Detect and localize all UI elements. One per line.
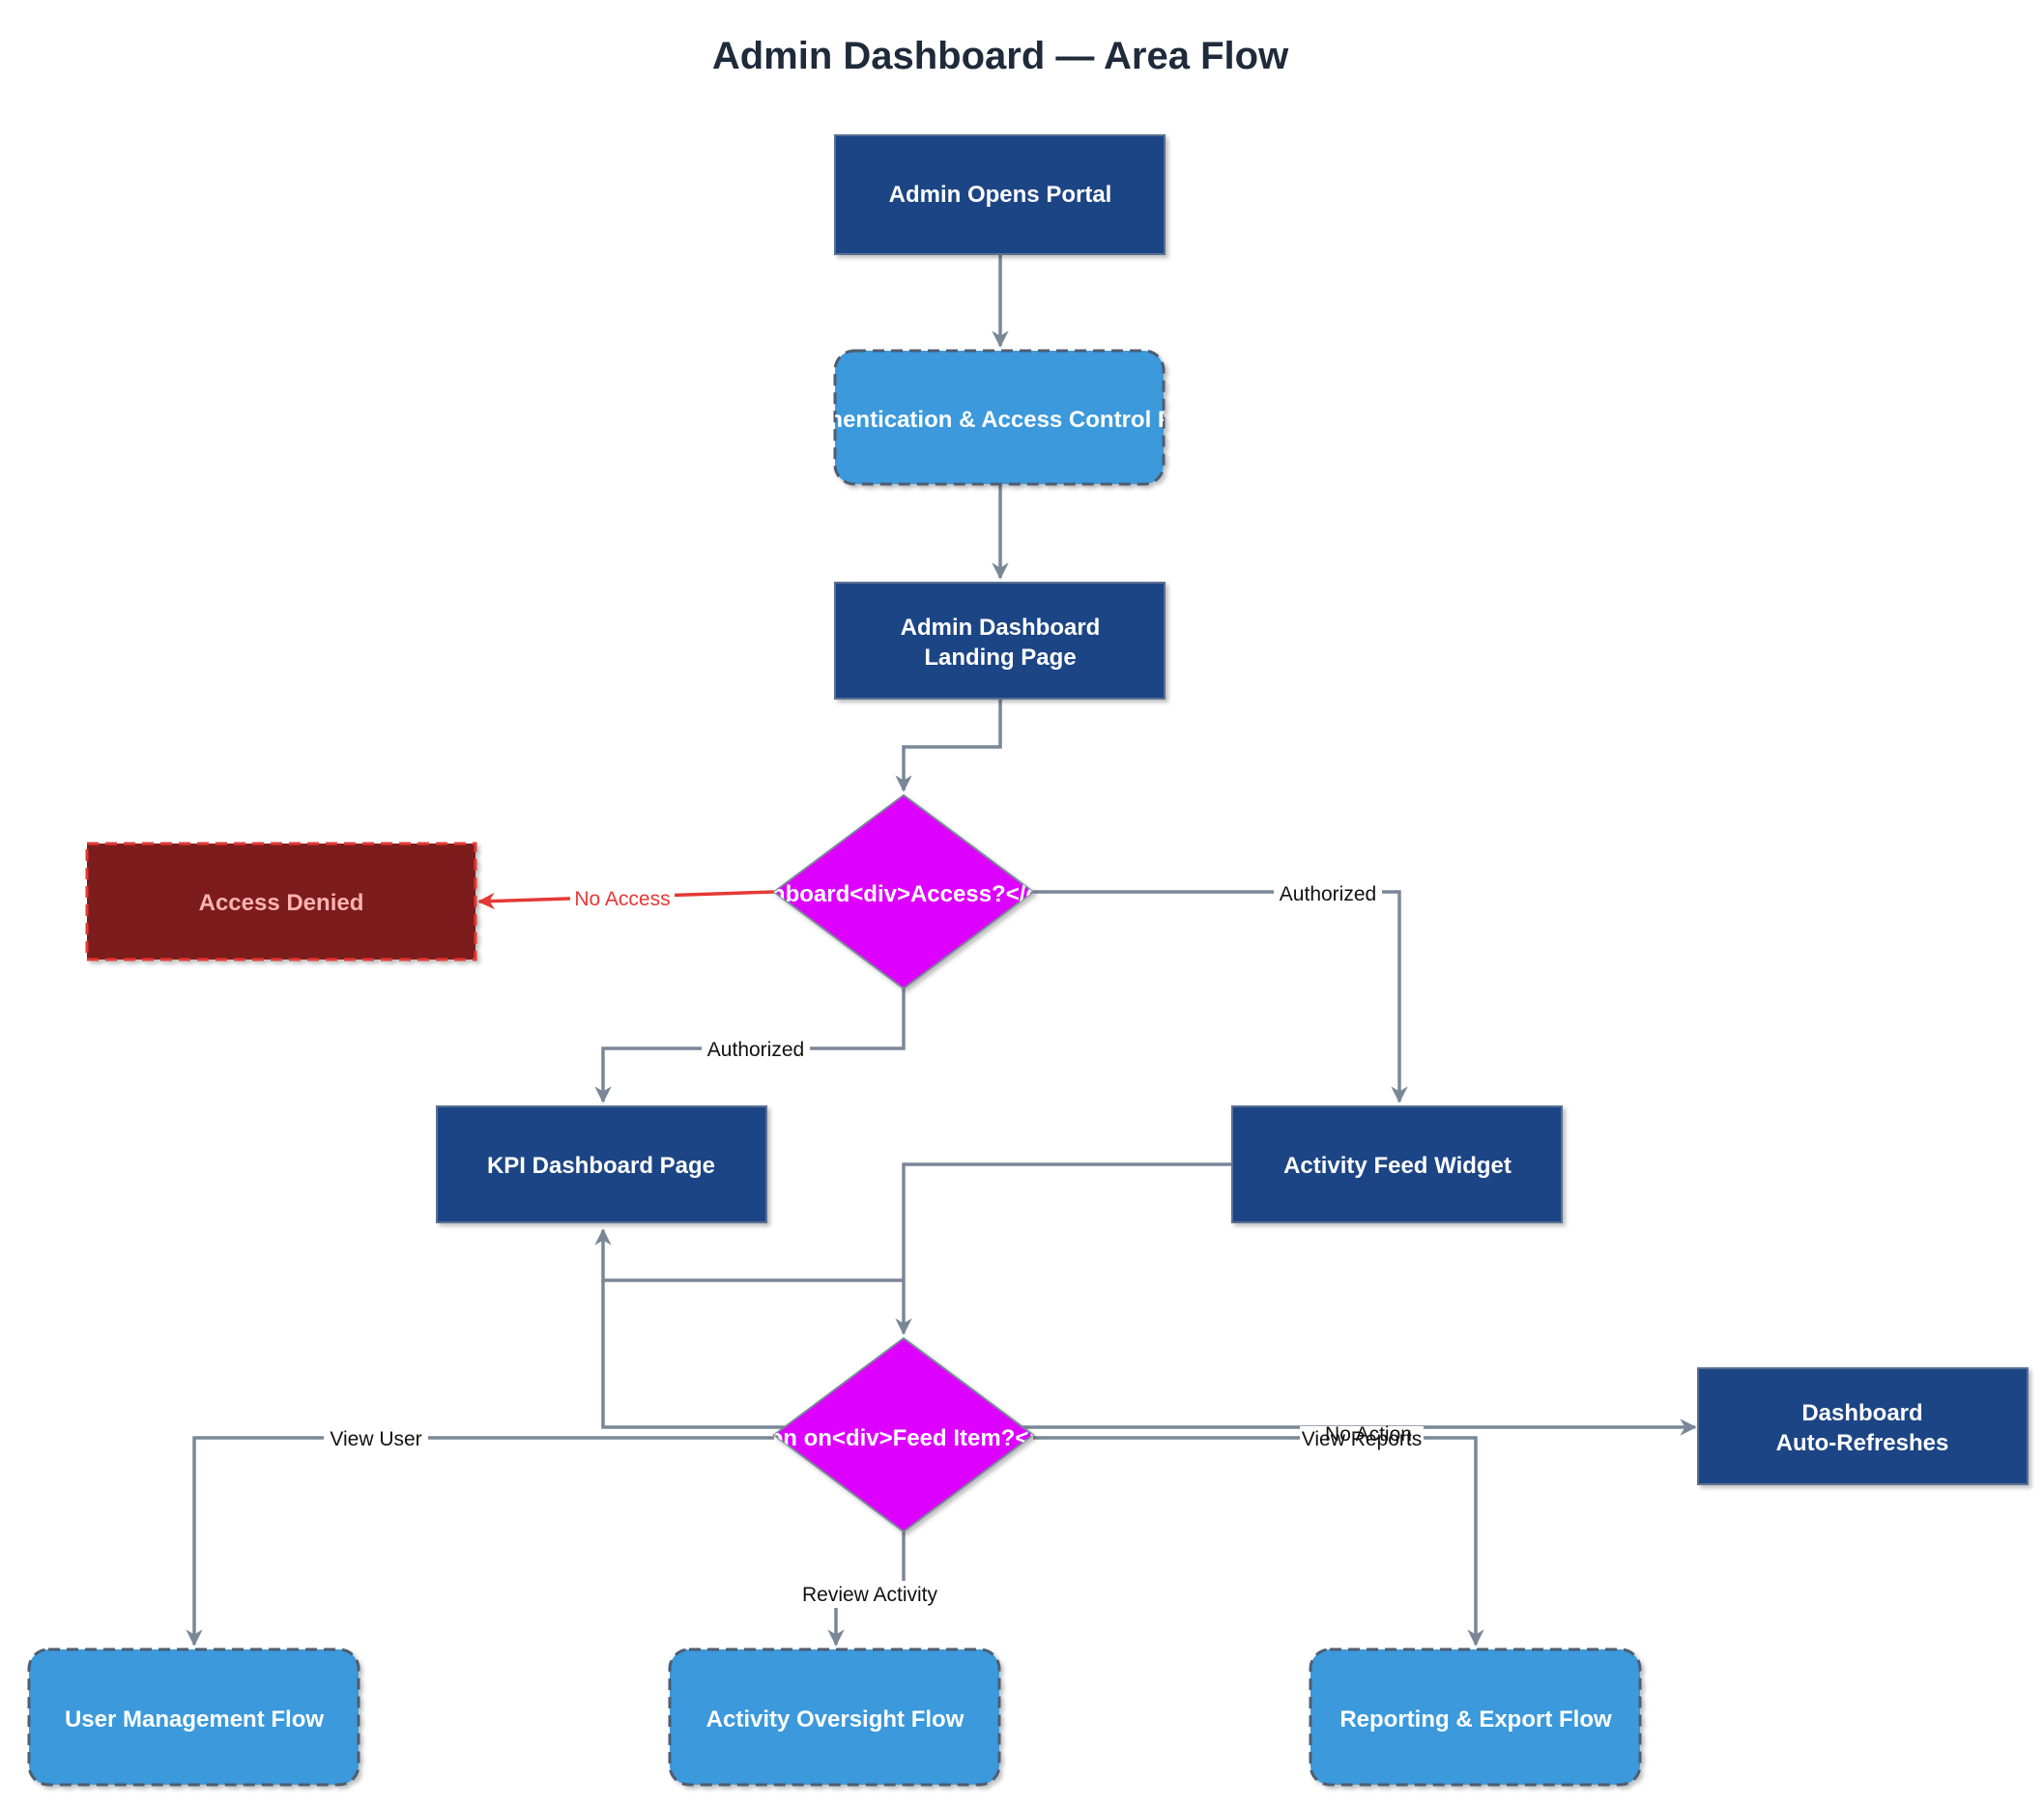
edge-label-view-reports: View Reports (1302, 1428, 1423, 1450)
edge-landing-to-decision (895, 699, 1002, 792)
label-bg (570, 883, 675, 910)
node-label: Access Denied (199, 890, 364, 916)
subflow-box (1309, 1647, 1642, 1787)
edge-view-user (186, 1436, 774, 1647)
edge-label-review-activity: Review Activity (802, 1584, 938, 1606)
label-bg (792, 1581, 947, 1608)
node-label-line-1: Admin Dashboard (901, 615, 1101, 641)
node-user-management-flow[interactable]: User Management Flow (27, 1647, 360, 1787)
edge-view-reports (1033, 1436, 1484, 1647)
subflow-box (27, 1647, 360, 1787)
decision-diamond (772, 1336, 1035, 1533)
node-admin-opens-portal[interactable]: Admin Opens Portal (834, 134, 1166, 255)
node-label: Admin Opens Portal (889, 182, 1112, 208)
node-reporting-export-flow[interactable]: Reporting & Export Flow (1309, 1647, 1642, 1787)
node-auth-access-control-flow[interactable]: Authentication & Access Control Flow (790, 349, 1210, 486)
edge-label-no-access: No Access (574, 888, 670, 910)
node-label: KPI Dashboard Page (487, 1153, 715, 1179)
process-box (834, 582, 1166, 700)
node-landing-page[interactable]: Admin Dashboard Landing Page (834, 582, 1166, 700)
edge-loop-to-kpi (594, 1228, 904, 1282)
edge-authorized-to-activity-feed (1033, 890, 1408, 1103)
node-label-line-2: Landing Page (924, 645, 1076, 671)
label-bg (702, 1036, 810, 1063)
node-label: Authentication & Access Control Flow (790, 407, 1210, 433)
edge-activity-feed-to-decision (895, 1162, 1232, 1335)
node-label-line-2: Auto-Refreshes (1776, 1430, 1949, 1456)
diagram-title: Admin Dashboard — Area Flow (712, 35, 1289, 77)
process-box (436, 1105, 767, 1223)
node-dashboard-auto-refreshes[interactable]: Dashboard Auto-Refreshes (1697, 1367, 2029, 1485)
node-label: User Management Flow (65, 1706, 324, 1733)
node-label: Reporting & Export Flow (1339, 1706, 1612, 1733)
decision-diamond (772, 793, 1035, 990)
edge-labels: No Access Authorized Authorized View Use… (324, 879, 1424, 1608)
edge-label-view-user: View User (330, 1428, 421, 1450)
label-bg (1300, 1426, 1424, 1449)
node-label: Dashboard<div>Access?</div> (729, 881, 1073, 907)
node-access-denied[interactable]: Access Denied (85, 842, 477, 961)
edge-label-no-action: No Action (1325, 1423, 1412, 1446)
edge-label-authorized-left: Authorized (707, 1039, 804, 1061)
node-label-line-1: Dashboard (1801, 1400, 1922, 1426)
edge-label-authorized-right: Authorized (1280, 883, 1376, 905)
node-dashboard-access-decision[interactable]: Dashboard<div>Access?</div> (729, 793, 1073, 990)
process-box (1231, 1105, 1563, 1223)
node-label: Action on<div>Feed Item?</div> (725, 1425, 1081, 1451)
label-bg (1274, 879, 1382, 906)
node-label: Activity Oversight Flow (706, 1706, 964, 1733)
denied-box (85, 842, 477, 961)
subflow-box (668, 1647, 1001, 1787)
node-activity-feed-widget[interactable]: Activity Feed Widget (1231, 1105, 1563, 1223)
node-activity-oversight-flow[interactable]: Activity Oversight Flow (668, 1647, 1001, 1787)
node-kpi-dashboard-page[interactable]: KPI Dashboard Page (436, 1105, 767, 1223)
node-label: Activity Feed Widget (1283, 1153, 1511, 1179)
subflow-box (833, 349, 1166, 486)
node-action-on-feed-decision[interactable]: Action on<div>Feed Item?</div> (725, 1336, 1081, 1533)
process-box (1697, 1367, 2029, 1485)
process-box (834, 134, 1166, 255)
label-bg (324, 1424, 428, 1451)
